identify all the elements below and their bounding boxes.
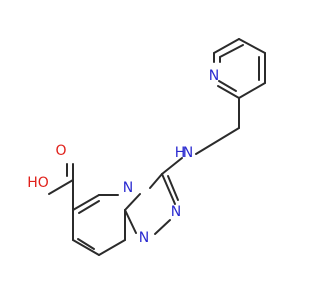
bond: [98, 239, 126, 256]
bond: [78, 200, 100, 214]
bond: [238, 82, 266, 99]
bond: [77, 238, 95, 250]
atom-n-pyridine: N: [209, 68, 219, 84]
atom-ho: HO: [27, 175, 49, 191]
bond: [219, 44, 244, 58]
bond: [154, 219, 171, 235]
bond: [195, 127, 240, 155]
fused-pyridine-ring: [72, 194, 126, 256]
bond: [124, 209, 137, 234]
bond: [238, 38, 266, 54]
bond: [218, 80, 237, 92]
atom-n-amine: N: [183, 145, 193, 161]
atom-n-triazole-a: N: [171, 204, 181, 220]
bond: [149, 173, 163, 189]
bond: [72, 239, 100, 256]
methylene-linker: [161, 97, 240, 175]
atom-n-bridge: N: [123, 180, 133, 196]
bond: [161, 173, 176, 205]
bond: [217, 85, 240, 99]
bond: [161, 157, 183, 175]
bond: [213, 38, 240, 54]
pyridine-ring: [213, 38, 266, 99]
carboxylic-acid: [48, 163, 74, 211]
atom-o-carbonyl: O: [55, 143, 66, 159]
molecule-svg: N N H N N N HO O: [27, 38, 266, 256]
triazole-ring: [124, 173, 179, 235]
structure-diagram: N N H N N N HO O: [27, 38, 266, 256]
bond: [48, 179, 74, 195]
bond: [167, 175, 179, 201]
atom-n-triazole-b: N: [139, 230, 149, 246]
atom-h-amine: H: [175, 145, 186, 161]
bond: [124, 193, 141, 211]
bond: [72, 194, 100, 211]
